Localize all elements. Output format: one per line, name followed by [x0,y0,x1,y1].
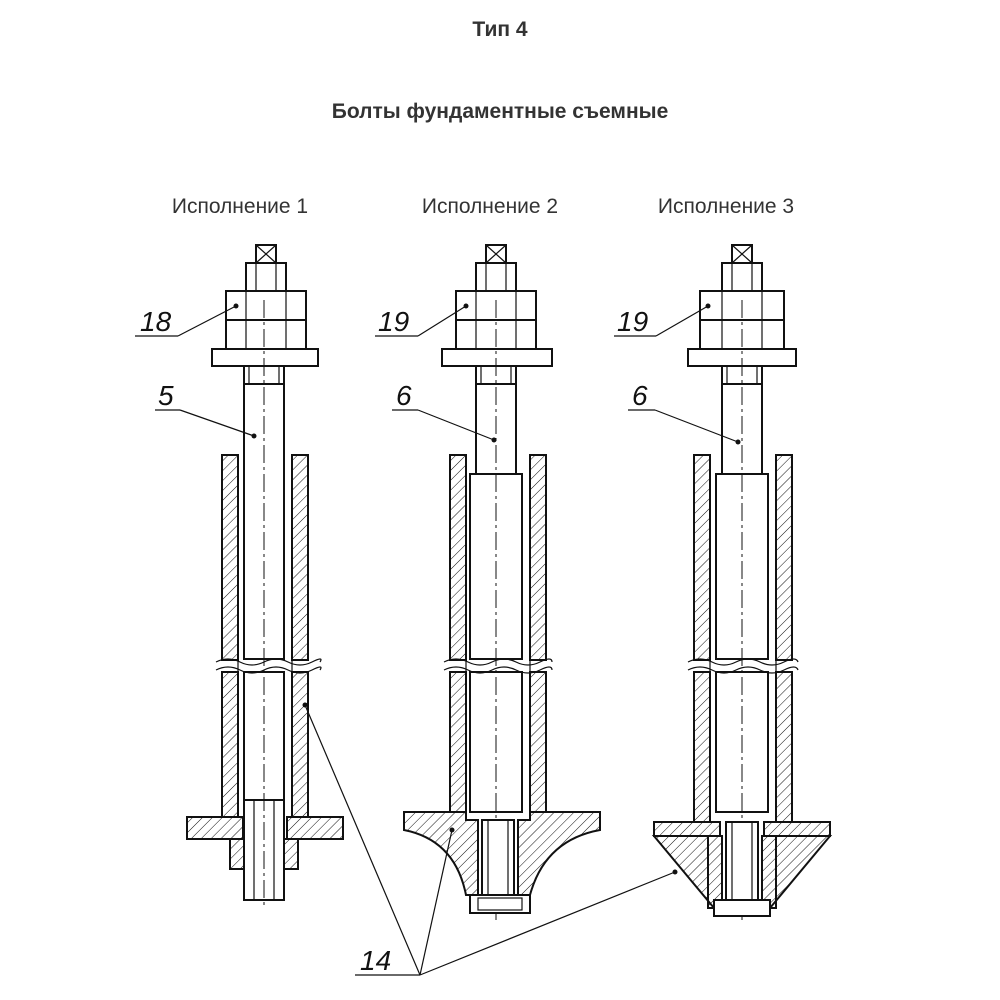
type-title: Тип 4 [472,18,528,41]
callout-5: 5 [158,380,174,411]
variant-1-label: Исполнение 1 [172,195,308,218]
callout-6-a: 6 [396,380,412,411]
bolt-variant-1 [186,244,344,905]
callout-19-a: 19 [378,306,409,337]
bolt-variant-3 [651,244,833,920]
callout-6-b: 6 [632,380,648,411]
variant-3-label: Исполнение 3 [658,195,794,218]
drawing-title: Болты фундаментные съемные [331,100,669,123]
variant-2-label: Исполнение 2 [422,195,558,218]
bolt-variant-2 [403,244,601,920]
callout-19-b: 19 [617,306,648,337]
callouts: 18 5 19 6 19 6 [135,303,741,976]
callout-18: 18 [140,306,172,337]
callout-14: 14 [360,945,391,976]
